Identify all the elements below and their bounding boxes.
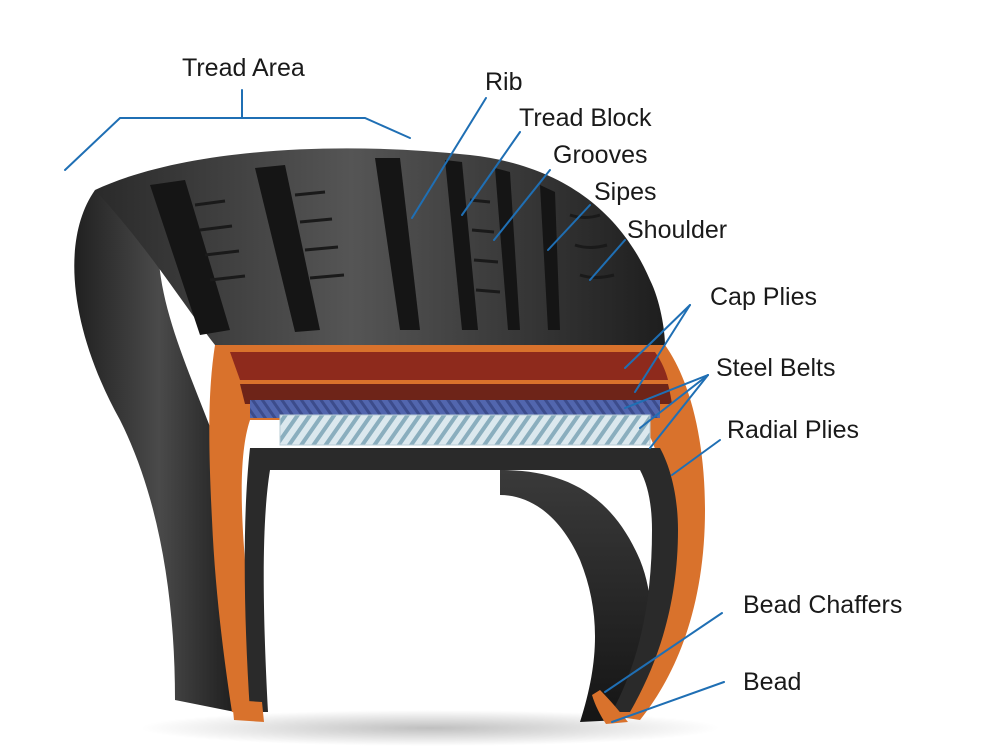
steel-belt-layer [250, 400, 660, 418]
bead-left [232, 700, 264, 722]
bead-right [592, 690, 628, 724]
tread-block-leader [461, 131, 521, 216]
steel-belts-leader-2 [639, 374, 709, 429]
label-cap-plies: Cap Plies [710, 283, 817, 311]
radial-ply-layer [279, 414, 651, 446]
tire-inner-back-wall [500, 470, 651, 722]
cap-plies-leader-1 [624, 304, 691, 369]
steel-belts-leader-3 [649, 374, 709, 449]
label-tread-block: Tread Block [519, 104, 652, 132]
inner-liner [244, 448, 678, 712]
label-bead-chaffers: Bead Chaffers [743, 591, 902, 619]
sipes-leader [547, 204, 591, 251]
label-shoulder: Shoulder [627, 216, 727, 244]
tread-sipes [194, 190, 615, 294]
leader-lines [64, 89, 725, 723]
tread-pattern [150, 158, 560, 335]
label-bead: Bead [743, 668, 801, 696]
label-sipes: Sipes [594, 178, 657, 206]
rib-leader [411, 97, 487, 219]
label-grooves: Grooves [553, 141, 647, 169]
cap-plies-leader-2 [634, 304, 691, 393]
grooves-leader [493, 169, 551, 241]
tire-left-sidewall [74, 190, 244, 712]
ground-shadow [140, 710, 720, 746]
bead-leader [611, 681, 725, 723]
cap-ply-layer [230, 352, 668, 380]
label-rib: Rib [485, 68, 523, 96]
label-tread-area: Tread Area [182, 54, 305, 82]
cap-ply-layer-2 [240, 384, 672, 404]
label-radial-plies: Radial Plies [727, 416, 859, 444]
label-steel-belts: Steel Belts [716, 354, 836, 382]
shoulder-leader [589, 239, 626, 281]
labels: Tread Area Rib Tread Block Grooves Sipes… [182, 54, 902, 696]
tire-tread-body [95, 148, 665, 345]
radial-plies-leader [671, 439, 721, 476]
steel-belts-leader-1 [624, 374, 709, 409]
bead-chaffers-leader [604, 612, 723, 693]
